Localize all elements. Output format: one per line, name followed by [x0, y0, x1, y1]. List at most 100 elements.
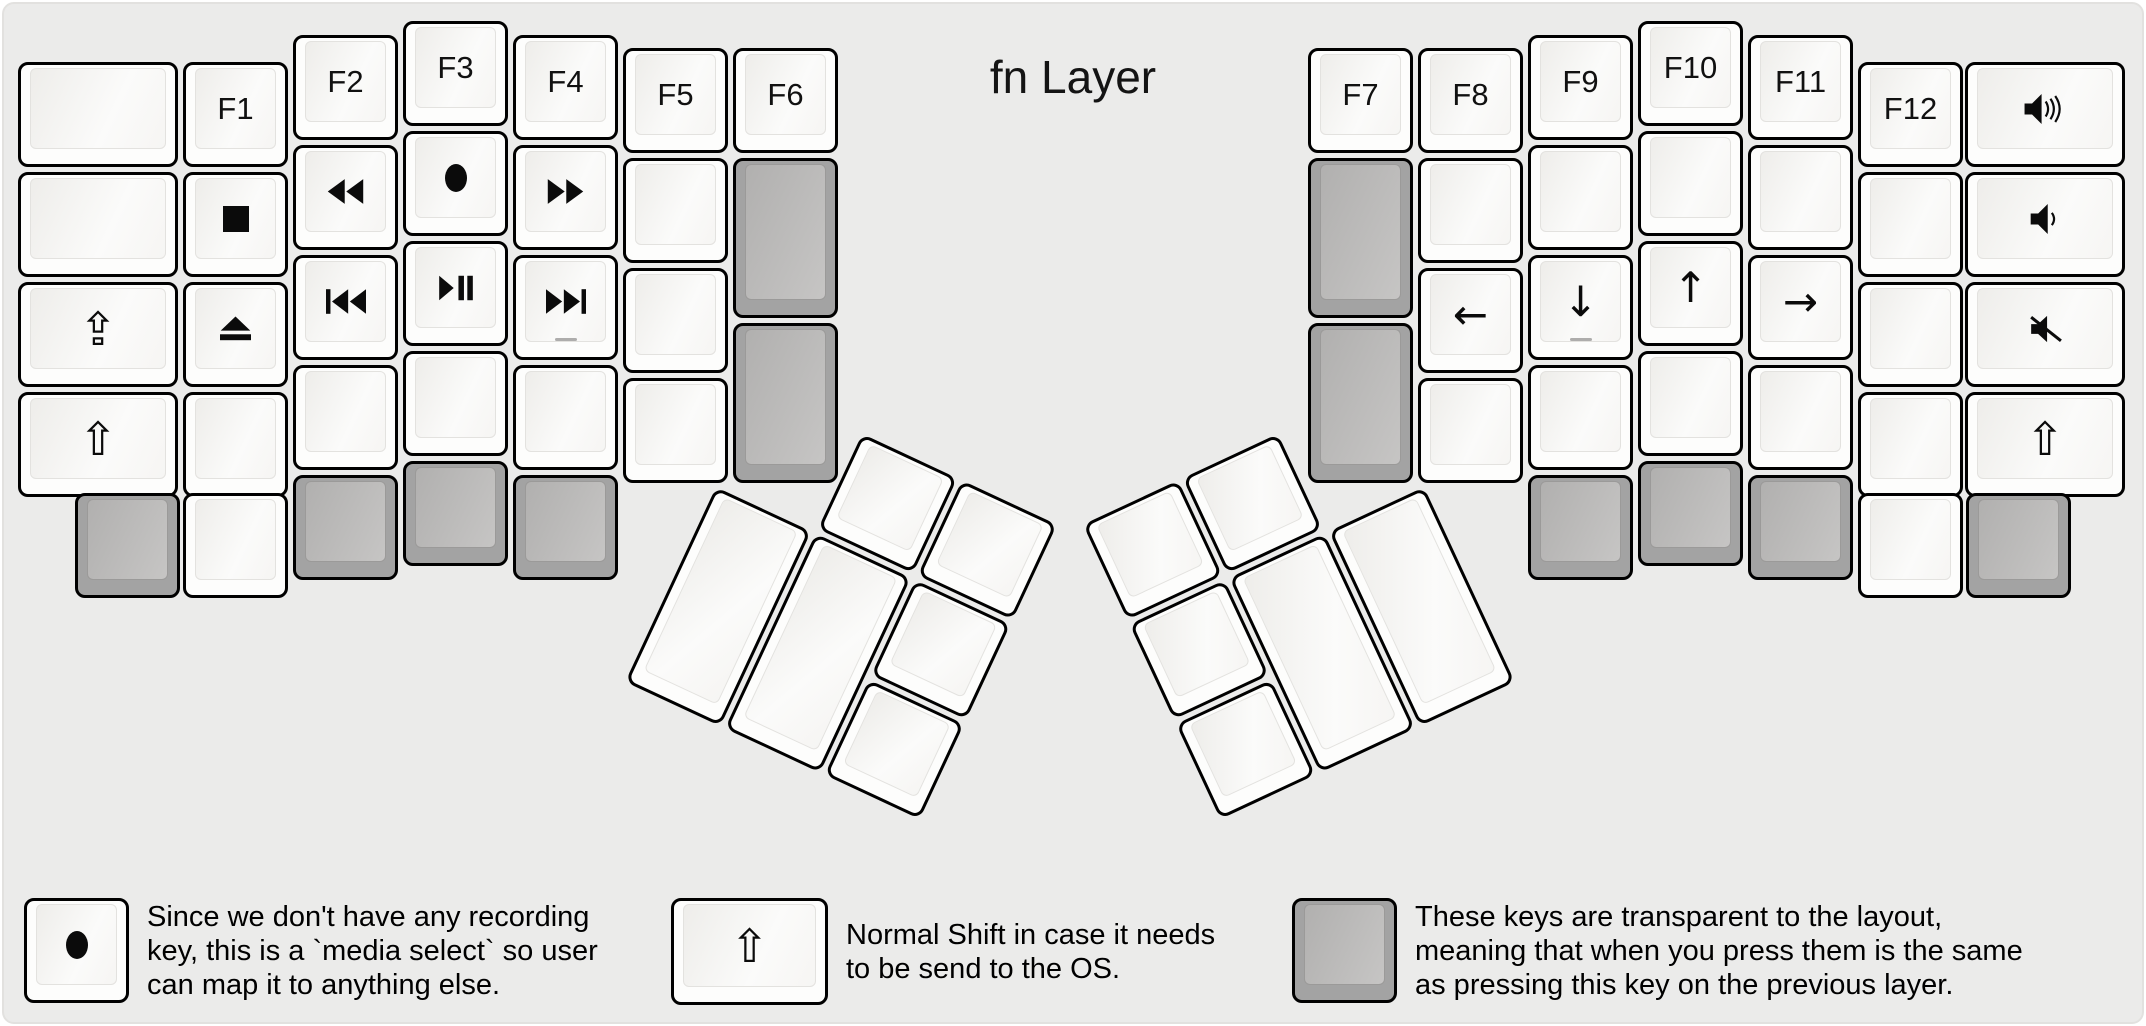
caps-lock-icon: ⇪ [78, 301, 118, 356]
keycap-surface [415, 467, 496, 548]
key-label: F8 [1452, 76, 1489, 112]
arrow-left-icon: ← [1452, 289, 1489, 339]
key-fast-forward [513, 145, 618, 250]
legend-item-transparent-keys: These keys are transparent to the layout… [1292, 898, 2023, 1003]
key-transparent [403, 461, 508, 566]
keycap-surface [1320, 54, 1401, 135]
keycap-surface [30, 68, 166, 149]
key-blank [1638, 351, 1743, 456]
key-volume-down [1965, 172, 2125, 277]
keycap-surface [1760, 151, 1841, 232]
key-transparent [1528, 475, 1633, 580]
keycap-surface [1650, 467, 1731, 548]
key-f5: F5 [623, 48, 728, 153]
legend-text: Normal Shift in case it needs to be send… [846, 918, 1216, 985]
key-transparent [513, 475, 618, 580]
key-blank [1858, 172, 1963, 277]
keycap-surface [1760, 371, 1841, 452]
eject-icon [195, 288, 276, 369]
keycap-surface [305, 151, 386, 232]
keycap-surface [1430, 274, 1511, 355]
keycap-surface [1650, 27, 1731, 108]
key-label: F9 [1562, 63, 1599, 99]
key-blank [183, 493, 288, 598]
key-caps-lock: ⇪ [18, 282, 178, 387]
keycap-surface [745, 329, 826, 465]
key-next-track [513, 255, 618, 360]
key-f9: F9 [1528, 35, 1633, 140]
key-transparent [733, 323, 838, 483]
keycap-surface [1430, 384, 1511, 465]
key-f11: F11 [1748, 35, 1853, 140]
keycap-surface [30, 398, 166, 479]
keycap-surface [935, 490, 1044, 599]
keycap-surface [1304, 904, 1385, 985]
keycap-surface [1430, 54, 1511, 135]
key-shift-left: ⇧ [18, 392, 178, 497]
keycap-surface [525, 151, 606, 232]
keycap-surface [1760, 41, 1841, 122]
homing-bar [554, 338, 577, 341]
key-blank [1748, 145, 1853, 250]
key-prev-track [293, 255, 398, 360]
key-f3: F3 [403, 21, 508, 126]
keycap-surface [745, 54, 826, 135]
keycap-surface [1142, 590, 1251, 699]
fast-forward-icon [525, 151, 606, 232]
legend-key-slot [24, 898, 129, 1003]
legend-text: These keys are transparent to the layout… [1415, 900, 2023, 1001]
play-pause-icon [415, 247, 496, 328]
keycap-surface [525, 371, 606, 452]
keycap-surface [1977, 398, 2113, 479]
legend-key-shift: ⇧ [671, 898, 828, 1005]
keycap-surface [635, 164, 716, 245]
key-arrow-right: → [1748, 255, 1853, 360]
keycap-surface [683, 904, 816, 987]
key-transparent [1308, 323, 1413, 483]
key-blank [513, 365, 618, 470]
legend-key-slot: ⇧ [671, 898, 828, 1005]
keycap-surface [1870, 398, 1951, 479]
key-transparent [1966, 493, 2071, 598]
keycap-surface [635, 274, 716, 355]
keycap-surface [525, 41, 606, 122]
keycap-surface [1977, 68, 2113, 149]
key-transparent [1308, 158, 1413, 318]
record-icon [415, 137, 496, 218]
keycap-surface [1540, 481, 1621, 562]
key-f2: F2 [293, 35, 398, 140]
key-label: F5 [657, 76, 694, 112]
keycap-surface [305, 371, 386, 452]
key-label: F6 [767, 76, 804, 112]
keycap-surface [305, 481, 386, 562]
keycap-surface [195, 398, 276, 479]
key-blank [18, 172, 178, 277]
key-f1: F1 [183, 62, 288, 167]
rewind-icon [305, 151, 386, 232]
key-transparent [75, 493, 180, 598]
keycap-surface [1977, 178, 2113, 259]
keycap-surface [1978, 499, 2059, 580]
key-blank [623, 158, 728, 263]
key-f4: F4 [513, 35, 618, 140]
keycap-surface [415, 357, 496, 438]
keycap-surface [1320, 164, 1401, 300]
keycap-surface [1650, 137, 1731, 218]
keycap-surface [1760, 261, 1841, 342]
keycap-surface [1870, 178, 1951, 259]
keycap-surface [1430, 164, 1511, 245]
stop-icon [195, 178, 276, 259]
key-transparent [1748, 475, 1853, 580]
key-f10: F10 [1638, 21, 1743, 126]
key-transparent [1638, 461, 1743, 566]
keycap-surface [1760, 481, 1841, 562]
keycap-surface [635, 384, 716, 465]
key-label: F3 [437, 49, 474, 85]
key-blank [1748, 365, 1853, 470]
key-transparent [293, 475, 398, 580]
layer-title: fn Layer [989, 51, 1157, 103]
keycap-surface [1540, 151, 1621, 232]
key-play-pause [403, 241, 508, 346]
legend-item-normal-shift: ⇧ Normal Shift in case it needs to be se… [671, 898, 1215, 1005]
arrow-down-icon: ↓ [1562, 276, 1599, 326]
